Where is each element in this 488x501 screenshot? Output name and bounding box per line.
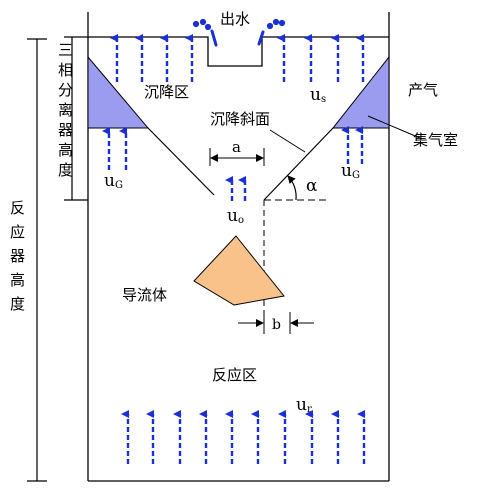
- outlet-splash: [192, 18, 286, 47]
- gas-chamber-right: [331, 55, 390, 129]
- dim-b-label: b: [272, 317, 281, 333]
- deflector-label: 导流体: [122, 286, 167, 304]
- reaction-zone-label: 反应区: [212, 366, 257, 384]
- gas-production-label: 产气: [408, 81, 438, 99]
- deflector-body: [193, 235, 285, 306]
- slope-leader-line: [269, 129, 306, 153]
- us-symbol: us: [310, 85, 326, 105]
- ug-symbol-right: uG: [341, 161, 360, 181]
- water-surface-with-outlet: [88, 36, 389, 67]
- ur-symbol: ur: [296, 395, 312, 415]
- settling-slope-right: [263, 127, 334, 201]
- uo-symbol: uo: [227, 206, 244, 226]
- gas-chamber-leader-line: [367, 115, 421, 139]
- settling-slope-left: [147, 127, 215, 196]
- velocity-arrows: [102, 34, 366, 464]
- angle-label: α: [306, 176, 318, 196]
- settling-slope-label: 沉降斜面: [210, 110, 270, 128]
- separator-height-label: 三相分离器高度: [58, 41, 73, 179]
- reactor-height-label: 反应器高度: [10, 199, 25, 313]
- settling-zone-label: 沉降区: [144, 83, 189, 101]
- gas-chamber-label: 集气室: [413, 131, 458, 149]
- ug-symbol-left: uG: [104, 171, 123, 191]
- angle-arc: [287, 175, 297, 201]
- dim-a-label: a: [232, 138, 241, 156]
- outlet-label: 出水: [220, 10, 250, 28]
- gas-chamber-left: [87, 55, 150, 129]
